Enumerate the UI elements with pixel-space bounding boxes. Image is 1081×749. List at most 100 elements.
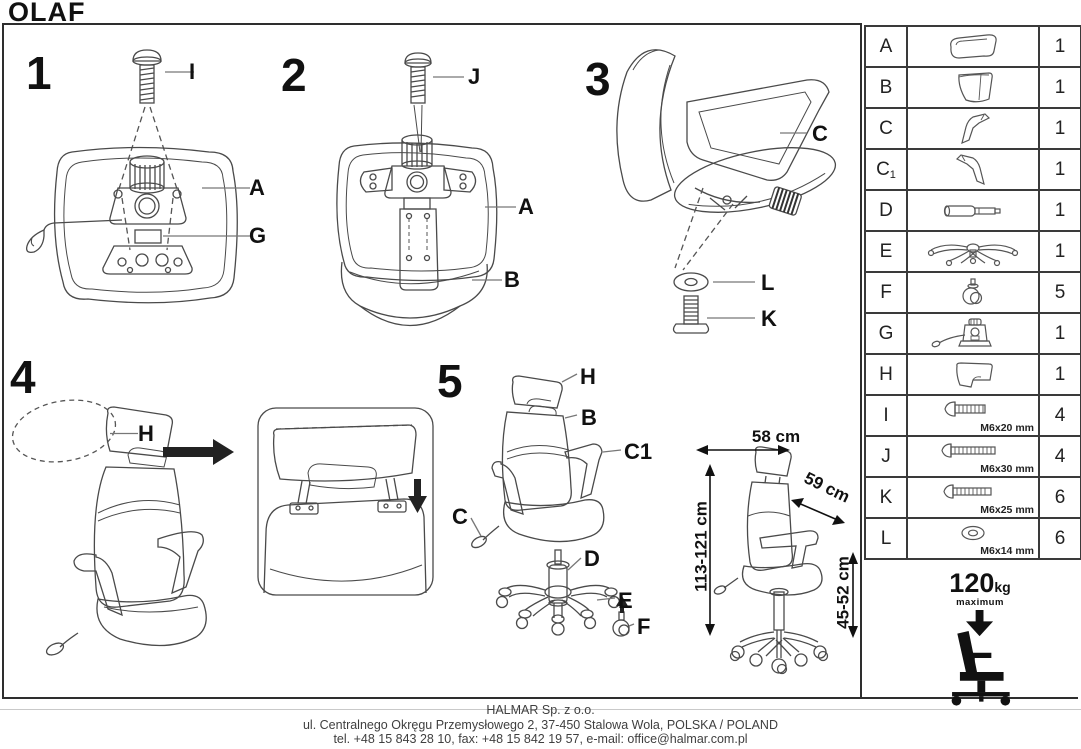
parts-row-B: B 1	[866, 68, 1080, 109]
step1-callout-A: A	[249, 175, 265, 200]
step5-callout-C1: C1	[624, 439, 653, 464]
step3-number: 3	[585, 53, 611, 105]
parts-row-K: K M6x25 mm 6	[866, 478, 1080, 519]
part-icon-gas-lift	[908, 191, 1040, 230]
footer-company: HALMAR Sp. z o.o.	[486, 703, 595, 717]
parts-row-F: F 5	[866, 273, 1080, 314]
page-title: OLAF	[8, 0, 86, 27]
part-qty: 6	[1054, 486, 1066, 508]
part-letter: K	[866, 478, 908, 517]
step3-callout-C: C	[812, 121, 828, 146]
part-qty: 6	[1054, 527, 1066, 549]
part-letter: G	[866, 314, 908, 353]
footer: HALMAR Sp. z o.o. ul. Centralnego Okręgu…	[0, 703, 1081, 747]
part-icon-headrest	[908, 355, 1040, 394]
step1-number: 1	[26, 47, 52, 99]
part-qty: 4	[1054, 404, 1066, 426]
step1-illustration	[26, 49, 250, 304]
footer-address: ul. Centralnego Okręgu Przemysłowego 2, …	[302, 717, 778, 732]
main-diagram-frame	[2, 23, 862, 699]
part-icon-screw-m6x30: M6x30 mm	[908, 437, 1040, 476]
part-icon-armrest-left	[908, 109, 1040, 148]
part-qty: 5	[1054, 281, 1066, 303]
step3-callout-L: L	[761, 270, 775, 295]
dimension-height-seat: 45-52 cm	[833, 556, 853, 629]
step5-callout-H: H	[580, 364, 596, 389]
part-icon-armrest-right	[908, 150, 1040, 189]
step3-callout-K: K	[761, 306, 777, 331]
step2-illustration	[336, 52, 516, 326]
step2-number: 2	[281, 49, 307, 101]
step2-callout-B: B	[504, 267, 520, 292]
step5-number: 5	[437, 355, 463, 407]
parts-row-H: H 1	[866, 355, 1080, 396]
part-size: M6x30 mm	[980, 463, 1034, 475]
parts-row-D: D 1	[866, 191, 1080, 232]
step2-callout-A: A	[518, 194, 534, 219]
part-letter: E	[866, 232, 908, 271]
step4-illustration	[11, 399, 434, 656]
part-icon-mechanism	[908, 314, 1040, 353]
part-qty: 1	[1054, 35, 1066, 57]
parts-row-C: C 1	[866, 109, 1080, 150]
part-qty: 1	[1054, 240, 1066, 262]
weight-chair-icon	[951, 610, 1011, 706]
part-letter: A	[866, 27, 908, 66]
dimension-width: 58 cm	[751, 427, 801, 446]
part-letter: B	[866, 68, 908, 107]
footer-contact: tel. +48 15 843 28 10, fax: +48 15 842 1…	[333, 732, 748, 747]
part-letter: L	[866, 519, 908, 558]
max-load-value: 120kg	[949, 568, 1011, 598]
parts-row-A: A 1	[866, 27, 1080, 68]
step5-callout-C: C	[452, 504, 468, 529]
step5-callout-B: B	[581, 405, 597, 430]
part-icon-backrest	[908, 68, 1040, 107]
part-letter: J	[866, 437, 908, 476]
step5-illustration	[470, 373, 635, 637]
part-size: M6x20 mm	[980, 422, 1034, 434]
step1-callout-I: I	[189, 59, 196, 84]
parts-row-G: G 1	[866, 314, 1080, 355]
part-icon-washer: M6x14 mm	[908, 519, 1040, 558]
part-qty: 1	[1054, 363, 1066, 385]
part-qty: 1	[1054, 76, 1066, 98]
part-icon-screw-m6x25: M6x25 mm	[908, 478, 1040, 517]
step1-callout-G: G	[249, 223, 267, 248]
part-icon-base	[908, 232, 1040, 271]
screw-icon	[404, 52, 432, 64]
step5-callout-D: D	[584, 546, 600, 571]
part-size: M6x14 mm	[980, 545, 1034, 557]
part-letter: I	[866, 396, 908, 435]
part-letter: F	[866, 273, 908, 312]
part-icon-screw-m6x20: M6x20 mm	[908, 396, 1040, 435]
part-qty: 4	[1054, 445, 1066, 467]
step5-callout-E: E	[618, 588, 633, 613]
part-size: M6x25 mm	[980, 504, 1034, 516]
step4-number: 4	[10, 351, 36, 403]
step4-callout-H: H	[138, 421, 154, 446]
part-qty: 1	[1054, 199, 1066, 221]
dimension-height-total: 113-121 cm	[691, 501, 711, 592]
step3-illustration	[616, 49, 837, 334]
part-letter: H	[866, 355, 908, 394]
parts-row-L: L M6x14 mm 6	[866, 519, 1080, 558]
part-icon-seat	[908, 27, 1040, 66]
screw-icon	[132, 49, 162, 62]
step2-callout-J: J	[468, 64, 481, 89]
divider	[0, 709, 1081, 710]
step5-callout-F: F	[637, 614, 651, 639]
parts-row-E: E 1	[866, 232, 1080, 273]
dimensions-illustration	[696, 445, 858, 675]
part-icon-caster	[908, 273, 1040, 312]
part-letter: C	[866, 109, 908, 148]
part-letter: D	[866, 191, 908, 230]
parts-row-I: I M6x20 mm 4	[866, 396, 1080, 437]
max-load-block: 120kg maximum	[905, 570, 1055, 706]
part-qty: 1	[1054, 322, 1066, 344]
max-load-note: maximum	[956, 597, 1004, 608]
part-qty: 1	[1054, 117, 1066, 139]
